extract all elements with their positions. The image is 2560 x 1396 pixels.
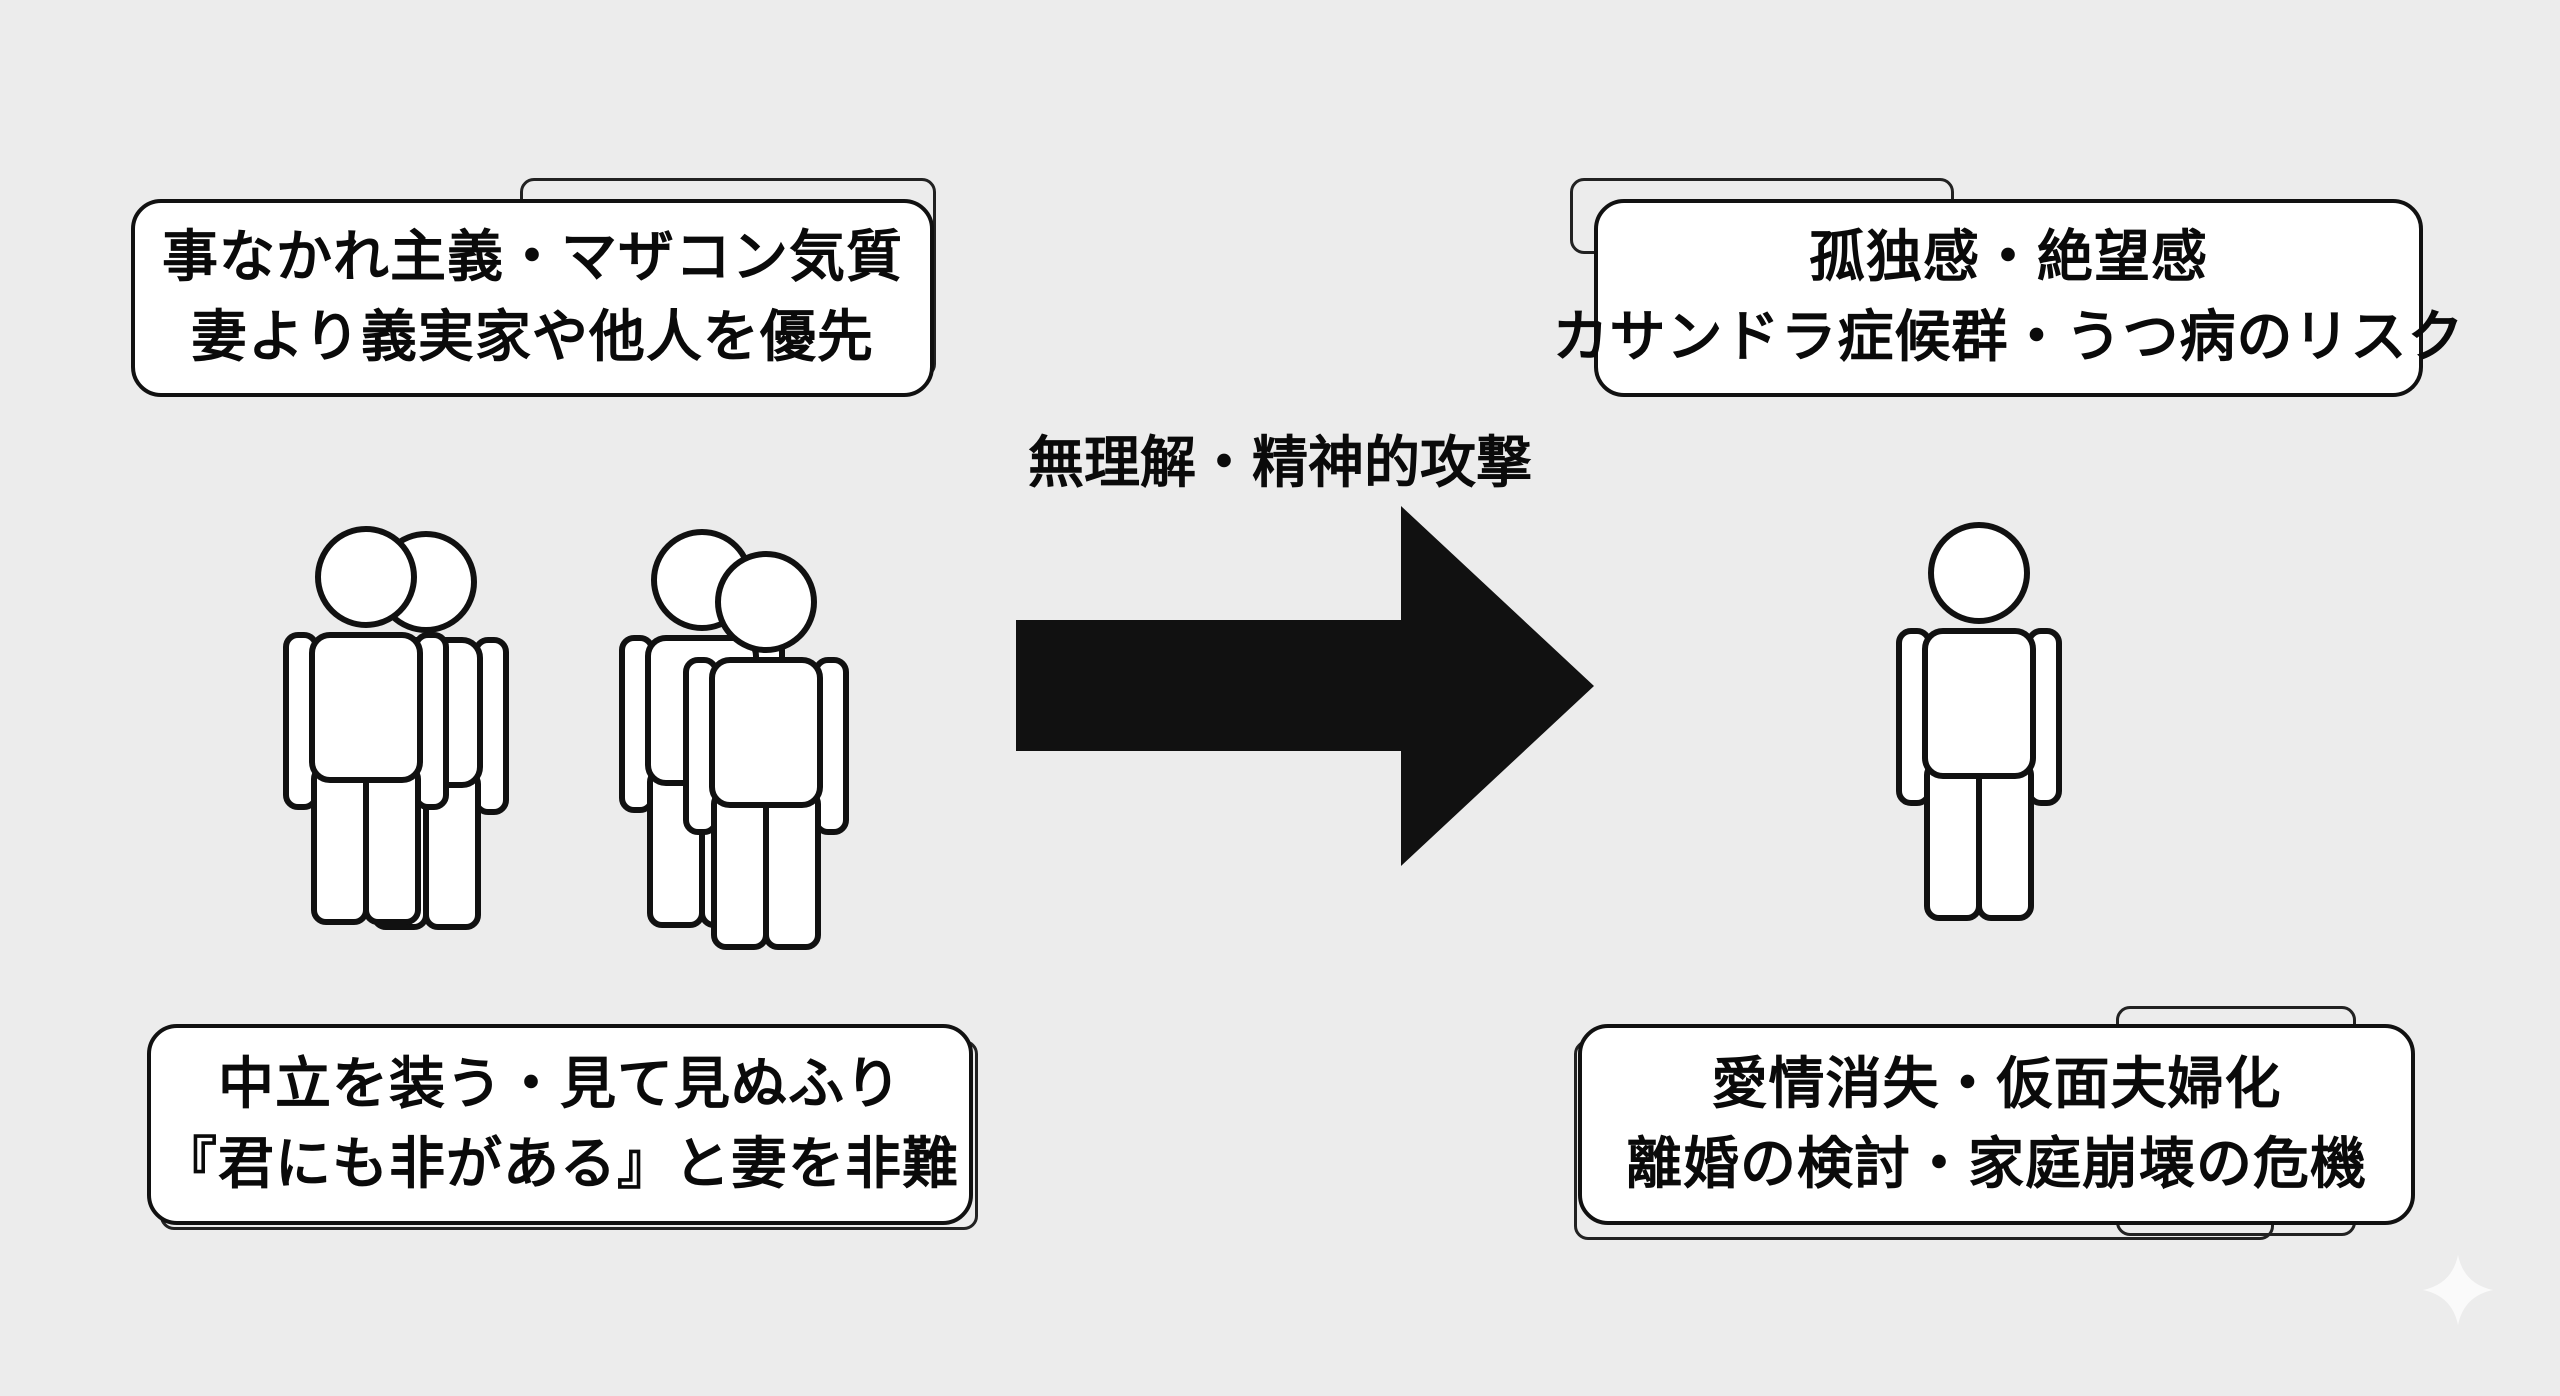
box-line-1: 愛情消失・仮面夫婦化	[1711, 1051, 2282, 1117]
box-line-2: カサンドラ症候群・うつ病のリスク	[1552, 305, 2465, 370]
person-icon	[1899, 525, 2059, 918]
box-line-1: 孤独感・絶望感	[1809, 225, 2208, 290]
effect-box-bottom-right: 愛情消失・仮面夫婦化 離婚の検討・家庭崩壊の危機	[1578, 1024, 2415, 1225]
arrow-label: 無理解・精神的攻撃	[1028, 431, 1532, 496]
right-arrow-icon	[1016, 506, 1594, 866]
cause-box-bottom-left: 中立を装う・見て見ぬふり 『君にも非がある』と妻を非難	[147, 1024, 973, 1225]
box-line-2: 『君にも非がある』と妻を非難	[161, 1131, 959, 1197]
sparkle-icon	[2423, 1255, 2493, 1325]
cause-box-top-left: 事なかれ主義・マザコン気質 妻より義実家や他人を優先	[131, 199, 934, 397]
box-line-1: 事なかれ主義・マザコン気質	[162, 225, 903, 290]
effect-box-top-right: 孤独感・絶望感 カサンドラ症候群・うつ病のリスク	[1553, 199, 2464, 397]
box-line-2: 離婚の検討・家庭崩壊の危機	[1626, 1131, 2367, 1197]
box-line-1: 中立を装う・見て見ぬふり	[218, 1051, 902, 1117]
people-group-icon	[286, 529, 506, 927]
box-line-2: 妻より義実家や他人を優先	[191, 305, 874, 370]
people-group-icon	[622, 532, 846, 947]
